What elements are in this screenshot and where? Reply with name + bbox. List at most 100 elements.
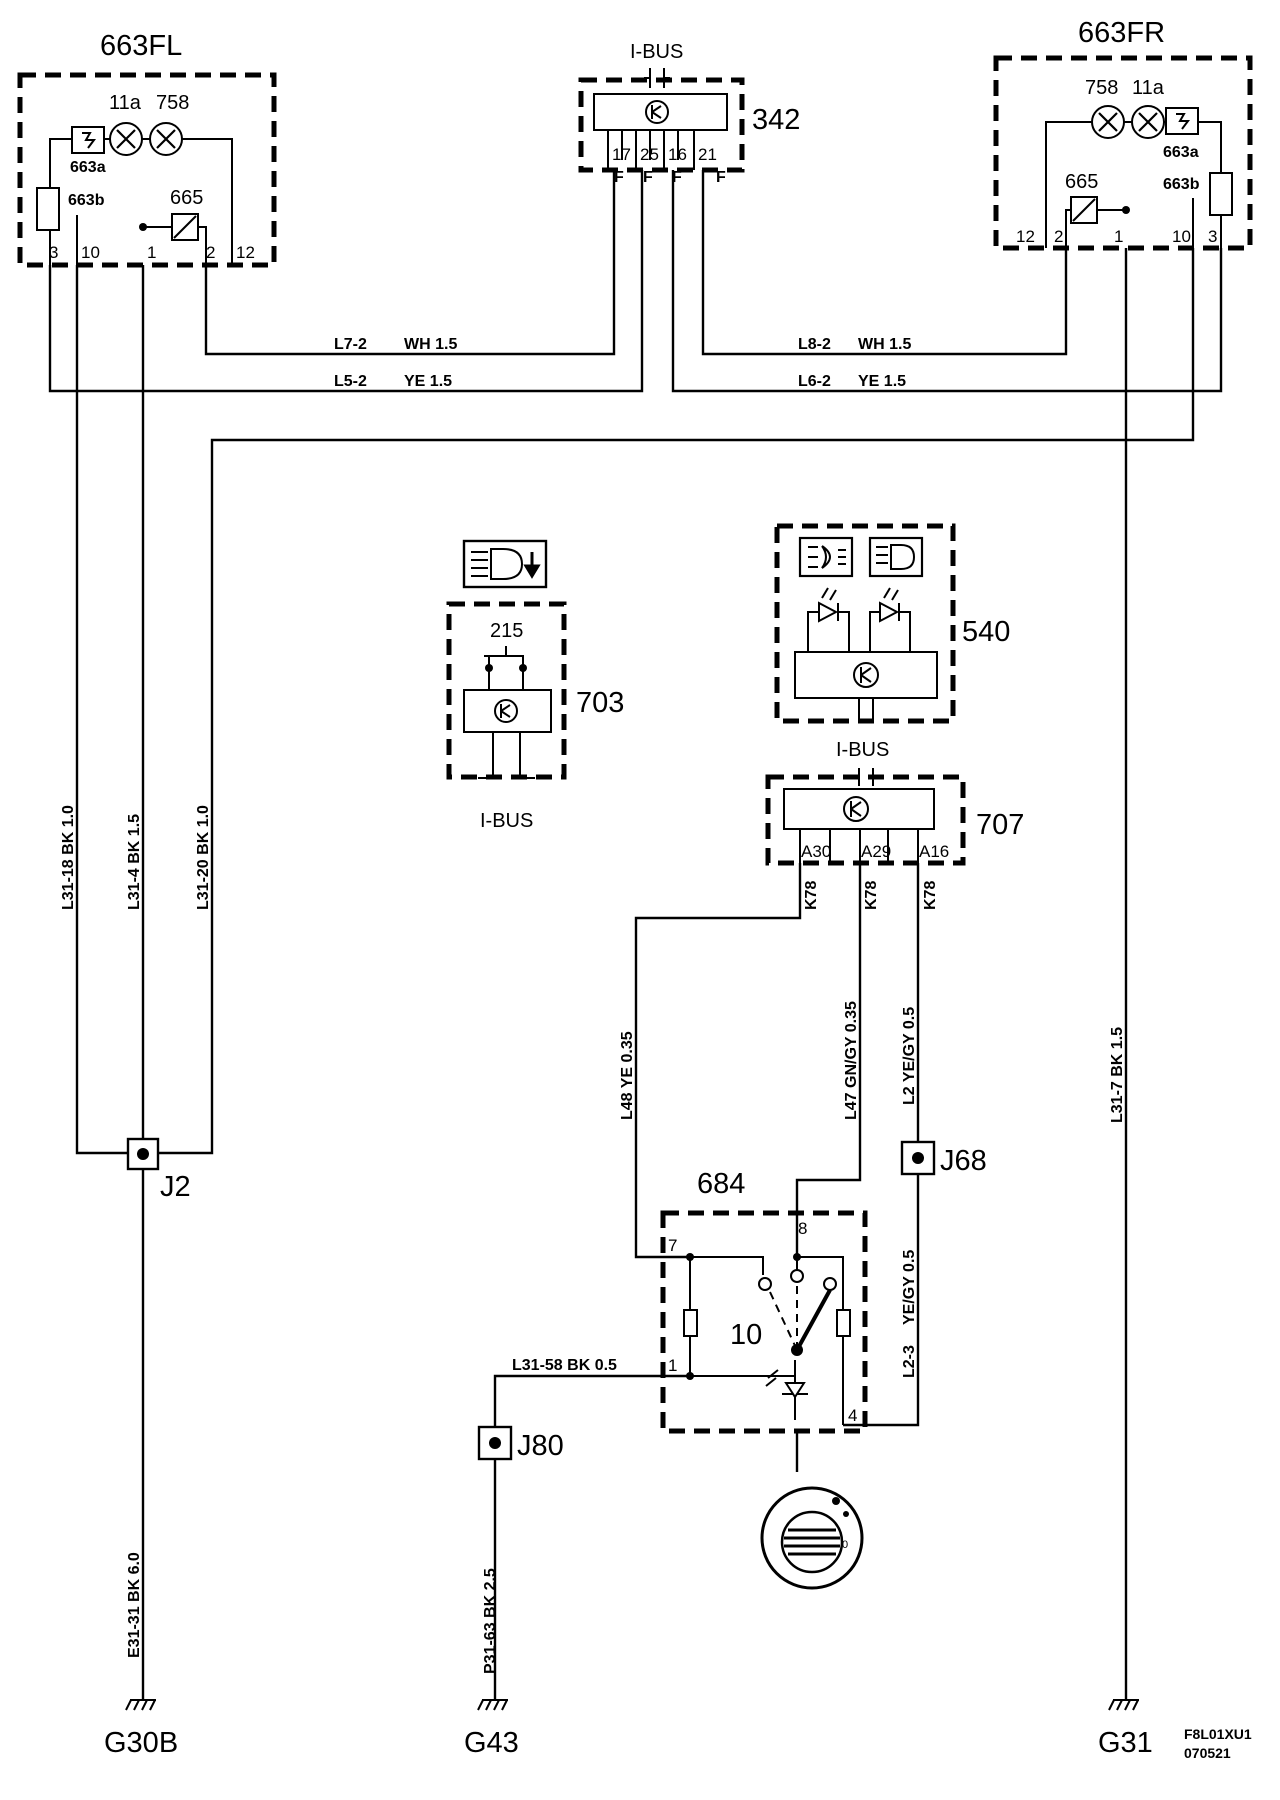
component-707: 707 A30 A29 A16 K78 K78 K78: [765, 774, 1024, 910]
wire-l31-18: [75, 265, 128, 1155]
component-342-pin-21: 21: [698, 145, 717, 164]
component-663fl-sub-e: 665: [170, 187, 203, 209]
component-663fr-sub-c: 663a: [1163, 144, 1199, 161]
wire-l31-20-label: L31-20 BK 1.0: [195, 805, 212, 910]
component-684: 684 7 8 1 4 10: [660, 1168, 868, 1434]
component-663fl-internal-wiring: [49, 138, 233, 265]
led-indicator-2-icon: [879, 601, 900, 623]
component-703-box: [446, 601, 567, 780]
light-switch-knob-icon: 0: [760, 1486, 864, 1590]
component-342-pin-16: 16: [668, 145, 687, 164]
wire-l6-2-spec: YE 1.5: [858, 373, 906, 390]
bulb-11a-right-icon: [1131, 105, 1165, 139]
wire-l5-2: [48, 170, 644, 393]
wire-e31-31-label: E31-31 BK 6.0: [126, 1552, 143, 1658]
junction-j2-label: J2: [160, 1171, 191, 1203]
component-707-box: [765, 774, 966, 866]
footer-code: F8L01XU1: [1184, 1726, 1252, 1742]
headlight-low-beam-icon: [462, 539, 548, 589]
wire-l31-58-p31-63: [493, 1374, 690, 1700]
component-540-box: [774, 523, 956, 724]
ground-g31-label: G31: [1098, 1727, 1153, 1759]
component-684-pin-4: 4: [848, 1406, 857, 1425]
component-703-module: [463, 689, 552, 733]
component-663fr-pin-1: 1: [1114, 227, 1123, 246]
junction-j2: [126, 1137, 160, 1171]
ground-g30b-label: G30B: [104, 1727, 178, 1759]
wire-l48: [634, 863, 802, 1259]
component-707-pin-lines: [799, 829, 919, 863]
component-663fl-sub-d: 663b: [68, 192, 105, 209]
wire-l7-2: [204, 170, 616, 356]
component-342-label: 342: [752, 104, 800, 136]
component-663fl-pin-10: 10: [81, 243, 100, 262]
component-684-pin-1: 1: [668, 1356, 677, 1375]
wire-l5-2-spec: YE 1.5: [404, 373, 452, 390]
wire-l2-label: L2 YE/GY 0.5: [901, 1007, 918, 1105]
switch-lever-positions: [769, 1284, 798, 1351]
component-663fr-pin-3: 3: [1208, 227, 1217, 246]
component-684-resistor-left: [683, 1309, 698, 1337]
resistor-663b-right-icon: [1209, 172, 1233, 216]
component-663fr-pin-10: 10: [1172, 227, 1191, 246]
bulb-758-icon: [149, 122, 183, 156]
ground-g43-icon: [477, 1699, 508, 1711]
control-unit-540-icon: [853, 662, 879, 688]
wire-l2-3-spec: YE/GY 0.5: [901, 1250, 918, 1325]
led-indicator-1-rays: [821, 587, 839, 621]
component-663fl-pin-1: 1: [147, 243, 156, 262]
resistor-663b-icon: [36, 187, 60, 231]
ground-g31-icon: [1108, 1699, 1139, 1711]
component-707-label: 707: [976, 809, 1024, 841]
wire-l8-2-id: L8-2: [798, 336, 831, 353]
component-540-bus-label: I-BUS: [836, 739, 889, 761]
bulb-11a-icon: [109, 122, 143, 156]
arrow-down-icon: [523, 552, 541, 579]
wire-l31-4-label: L31-4 BK 1.5: [126, 814, 143, 910]
component-663fr-node: [1122, 206, 1130, 214]
component-703-bus-label: I-BUS: [480, 810, 533, 832]
led-indicator-2-rays: [883, 587, 900, 621]
component-707-conn-a29: K78: [863, 881, 880, 910]
wire-l47-label: L47 GN/GY 0.35: [843, 1001, 860, 1120]
component-663fl: 663FL 11a 758 663a 663b 665 3 10 1 2 12: [17, 30, 277, 268]
component-342-module: [593, 93, 728, 131]
component-703-contact-a: [485, 664, 493, 672]
component-342-pin-17: 17: [612, 145, 631, 164]
wire-l8-2-spec: WH 1.5: [858, 336, 911, 353]
motor-665-right-slash: [1072, 198, 1096, 222]
component-684-label: 684: [697, 1168, 745, 1200]
component-663fl-pin-2: 2: [206, 243, 215, 262]
component-663fl-box: [17, 72, 277, 268]
component-540: 540 I-BUS: [774, 523, 1010, 786]
ground-g30b-icon: [125, 1699, 156, 1711]
wire-l8-2: [701, 170, 1068, 356]
component-663fr: 663FR 758 11a 663a 665 663b 12 2 1 10 3: [993, 17, 1253, 251]
component-663fr-sub-e: 663b: [1163, 176, 1200, 193]
wire-l7-2-spec: WH 1.5: [404, 336, 457, 353]
component-540-label: 540: [962, 616, 1010, 648]
component-663fr-internal-wiring: [1045, 121, 1222, 248]
component-342-fuse-2: F: [643, 169, 653, 186]
component-703-switch: [484, 646, 524, 690]
component-684-pin-7: 7: [668, 1236, 677, 1255]
sensor-663a-glyph: [82, 132, 96, 149]
component-663fr-sub-d: 665: [1065, 171, 1098, 193]
component-707-module: [783, 788, 935, 830]
component-540-led-wiring: [807, 611, 911, 652]
component-342: I-BUS 342 17 25 16 21 F F F F: [578, 41, 800, 186]
junction-j68-label: J68: [940, 1145, 987, 1177]
switch-contact-mid: [790, 1269, 804, 1283]
headlight-glyph: [876, 544, 916, 570]
junction-j80-label: J80: [517, 1430, 564, 1462]
component-684-sub-label: 10: [730, 1319, 762, 1351]
component-342-fuse-1: F: [614, 169, 624, 186]
component-707-pin-a29: A29: [861, 842, 891, 861]
component-707-conn-a16: K78: [922, 881, 939, 910]
foglight-glyph: [808, 545, 846, 569]
wire-l31-7-label: L31-7 BK 1.5: [1109, 1027, 1126, 1123]
component-342-fuse-3: F: [672, 169, 682, 186]
wire-l7-2-id: L7-2: [334, 336, 367, 353]
wire-l5-2-id: L5-2: [334, 373, 367, 390]
